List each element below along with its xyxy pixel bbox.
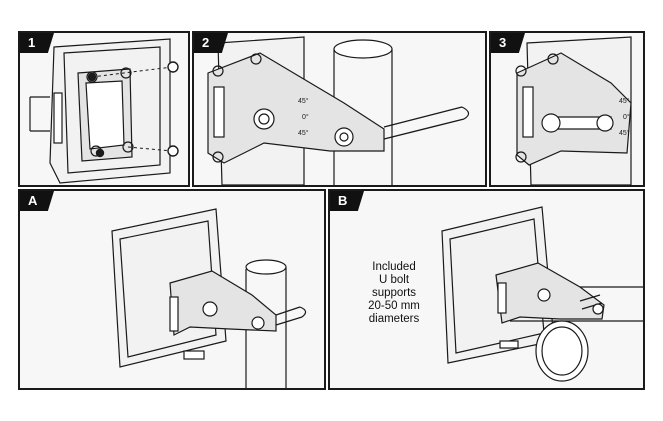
step-3-illustration: 45° 0° 45° [515,36,632,185]
angle-mark-bottom: 45° [298,129,309,137]
screw-hole-bottom [122,141,134,153]
angle-mark-top: 45° [619,97,630,105]
pole-end [535,320,589,382]
panel-step-2: 2 45° 0° 45° [192,31,487,187]
step-badge-b: B [330,191,364,211]
mounting-bracket [516,52,632,166]
step-2-illustration: 45° 0° 45° [207,36,470,185]
panel-step-3: 3 45° 0° 45° [489,31,645,187]
angle-mark-bottom: 45° [619,129,630,137]
panel-step-1: 1 [18,31,190,187]
screw-icon-2 [167,145,179,157]
angle-mark-mid: 0° [302,113,309,121]
step-a-illustration [111,208,307,388]
angle-mark-mid: 0° [623,113,630,121]
screw-icon-1 [167,61,179,73]
screw-hole-top [86,71,98,83]
step-1-illustration [29,38,179,184]
step-badge-2: 2 [194,33,228,53]
u-bolt [275,306,303,326]
panel-step-a: A [18,189,326,390]
u-bolt [383,106,465,140]
step-badge-1: 1 [20,33,54,53]
angle-mark-top: 45° [298,97,309,105]
u-bolt-note: Included U bolt supports 20-50 mm diamet… [368,261,420,325]
step-badge-a: A [20,191,54,211]
panel-step-b: B Included U bolt supports 20-50 mm diam… [328,189,645,390]
step-b-illustration [441,206,643,382]
step-badge-3: 3 [491,33,525,53]
mounting-bracket [169,270,277,336]
